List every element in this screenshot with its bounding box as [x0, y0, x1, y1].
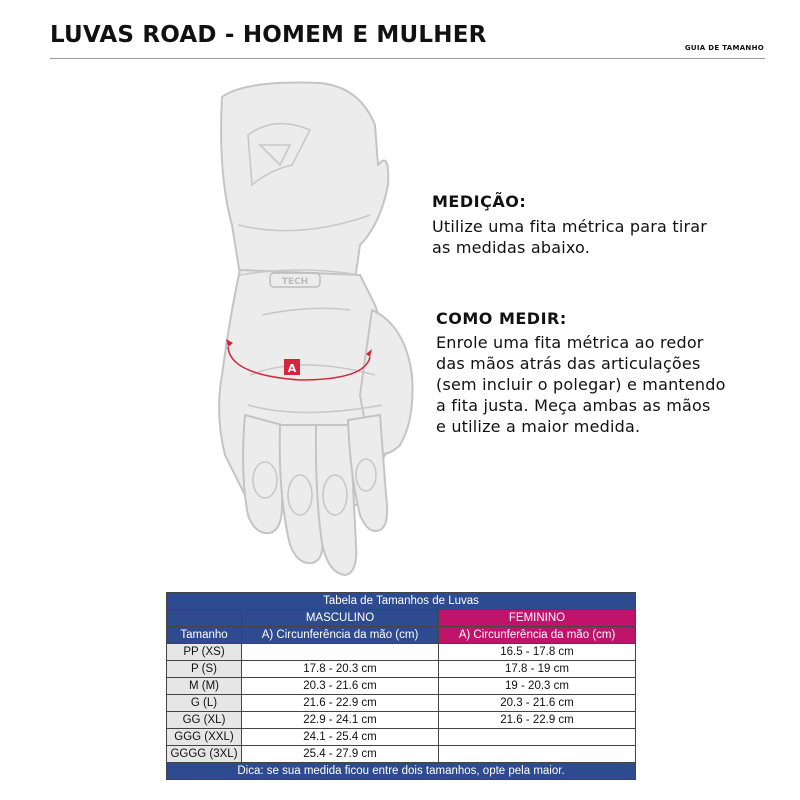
glove-logo-text: TECH — [282, 277, 308, 287]
how-to-text: Enrole uma fita métrica ao redor das mão… — [436, 333, 726, 436]
size-label: G (L) — [166, 694, 242, 712]
size-guide-label: GUIA DE TAMANHO — [684, 44, 764, 52]
size-label: GG (XL) — [166, 711, 242, 729]
measurement-text: Utilize uma fita métrica para tirar as m… — [432, 217, 708, 257]
table-row: P (S) 17.8 - 20.3 cm 17.8 - 19 cm — [166, 660, 636, 678]
page-title: LUVAS ROAD - HOMEM E MULHER — [50, 22, 487, 48]
size-label: M (M) — [166, 677, 242, 695]
female-value: 21.6 - 22.9 cm — [438, 711, 636, 729]
measuring-line — [227, 346, 371, 381]
female-value: 19 - 20.3 cm — [438, 677, 636, 695]
table-row: G (L) 21.6 - 22.9 cm 20.3 - 21.6 cm — [166, 694, 636, 712]
male-value — [241, 643, 439, 661]
table-title: Tabela de Tamanhos de Luvas — [166, 592, 636, 610]
size-label: PP (XS) — [166, 643, 242, 661]
female-value — [438, 728, 636, 746]
male-header: MASCULINO — [241, 609, 439, 627]
table-corner — [166, 609, 242, 627]
male-value: 20.3 - 21.6 cm — [241, 677, 439, 695]
header-divider — [50, 58, 765, 59]
table-row: GG (XL) 22.9 - 24.1 cm 21.6 - 22.9 cm — [166, 711, 636, 729]
male-value: 22.9 - 24.1 cm — [241, 711, 439, 729]
size-tip: Dica: se sua medida ficou entre dois tam… — [166, 762, 636, 780]
table-row: M (M) 20.3 - 21.6 cm 19 - 20.3 cm — [166, 677, 636, 695]
size-label: GGG (XXL) — [166, 728, 242, 746]
size-table: Tabela de Tamanhos de Luvas MASCULINO FE… — [166, 592, 636, 780]
glove-illustration: TECH A — [218, 81, 414, 576]
female-value: 17.8 - 19 cm — [438, 660, 636, 678]
measure-marker-label: A — [288, 362, 297, 375]
table-row: GGG (XXL) 24.1 - 25.4 cm — [166, 728, 636, 746]
female-value: 16.5 - 17.8 cm — [438, 643, 636, 661]
measure-marker — [284, 359, 300, 375]
male-value: 21.6 - 22.9 cm — [241, 694, 439, 712]
how-to-measure-section: COMO MEDIR: Enrole uma fita métrica ao r… — [436, 309, 726, 437]
male-value: 17.8 - 20.3 cm — [241, 660, 439, 678]
size-label: GGGG (3XL) — [166, 745, 242, 763]
table-row: GGGG (3XL) 25.4 - 27.9 cm — [166, 745, 636, 763]
male-value: 25.4 - 27.9 cm — [241, 745, 439, 763]
size-column-header: Tamanho — [166, 626, 242, 644]
female-value — [438, 745, 636, 763]
measurement-section: MEDIÇÃO: Utilize uma fita métrica para t… — [432, 192, 707, 258]
male-value: 24.1 - 25.4 cm — [241, 728, 439, 746]
female-subheader: A) Circunferência da mão (cm) — [438, 626, 636, 644]
size-label: P (S) — [166, 660, 242, 678]
measurement-heading: MEDIÇÃO: — [432, 192, 527, 211]
female-header: FEMININO — [438, 609, 636, 627]
how-to-heading: COMO MEDIR: — [436, 309, 567, 328]
male-subheader: A) Circunferência da mão (cm) — [241, 626, 439, 644]
table-row: PP (XS) 16.5 - 17.8 cm — [166, 643, 636, 661]
female-value: 20.3 - 21.6 cm — [438, 694, 636, 712]
